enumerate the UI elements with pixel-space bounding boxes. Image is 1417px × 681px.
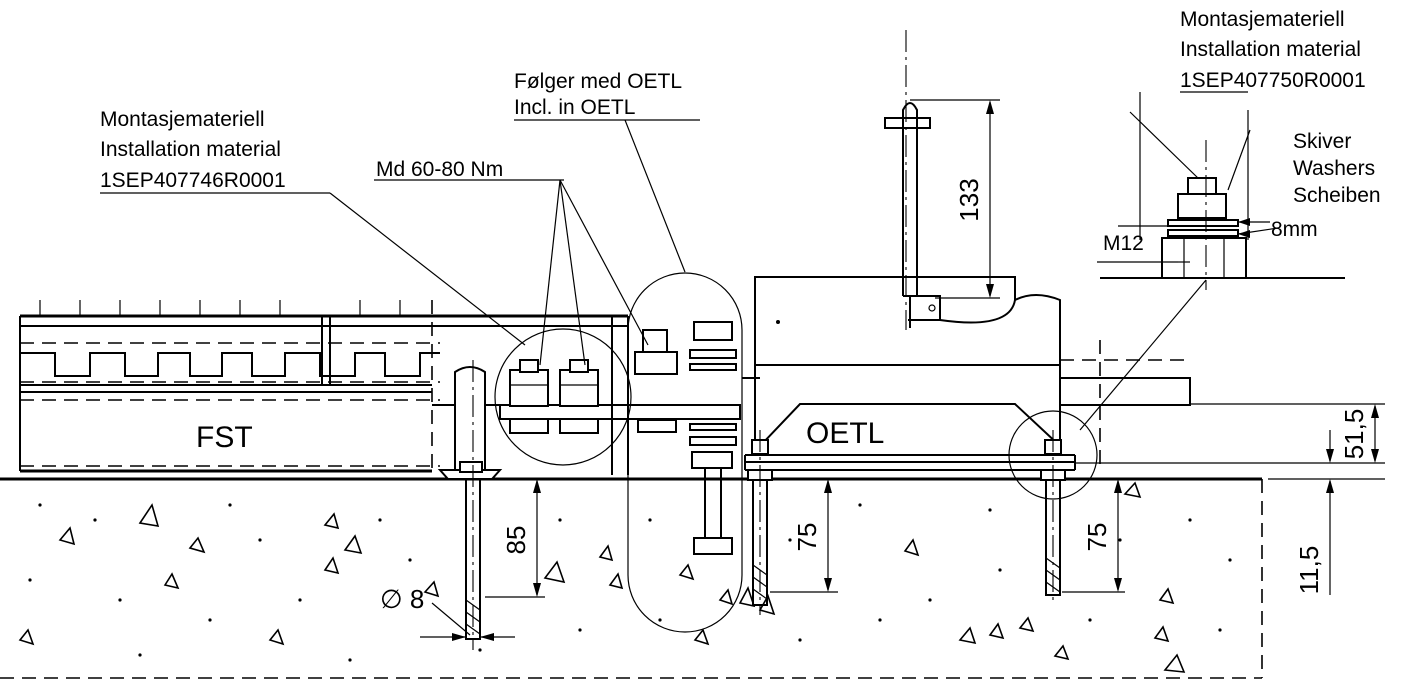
dim-85-lines — [485, 479, 545, 598]
washer-dim-lines — [1118, 218, 1279, 238]
dim-133-lines — [910, 99, 1000, 299]
washer-detail — [1100, 92, 1345, 290]
dim-75-right-label: 75 — [1082, 523, 1112, 552]
oetl-handle-pin — [884, 30, 941, 330]
included-label-en: Incl. in OETL — [514, 96, 635, 119]
bolt-size-label: M12 — [1103, 232, 1144, 255]
fst-left-anchor — [437, 360, 503, 650]
dim-51-5-lines — [1075, 403, 1385, 595]
included-parts-capsule — [627, 272, 743, 633]
oetl-right-anchor — [1008, 410, 1098, 605]
oetl-label: OETL — [806, 417, 884, 450]
fst-top-ticks — [39, 300, 401, 316]
install-right-label-en: Installation material — [1180, 38, 1361, 61]
concrete-base — [0, 477, 1263, 679]
dim-diameter-lines — [420, 602, 515, 641]
washer-size-label: 8mm — [1271, 218, 1318, 241]
torque-label: Md 60-80 Nm — [376, 158, 503, 181]
install-right-code: 1SEP407750R0001 — [1180, 69, 1366, 92]
washers-label-en: Washers — [1293, 157, 1375, 180]
install-left-label-no: Montasjemateriell — [100, 108, 265, 131]
torque-detail-circle — [494, 328, 741, 466]
dim-133-label: 133 — [954, 178, 984, 221]
diameter-label: ∅ 8 — [380, 584, 424, 614]
dim-51-5-label: 51,5 — [1339, 409, 1369, 460]
fst-label: FST — [196, 421, 253, 454]
dim-85-label: 85 — [501, 526, 531, 555]
install-left-label-en: Installation material — [100, 138, 281, 161]
concrete-aggregate — [18, 481, 1232, 673]
leader-lines — [100, 91, 1251, 431]
oetl-housing — [742, 276, 1191, 471]
washers-label-no: Skiver — [1293, 130, 1351, 153]
bolt-2 — [559, 359, 599, 434]
washers-label-de: Scheiben — [1293, 184, 1381, 207]
bolt-1 — [509, 359, 549, 434]
oetl-left-anchor — [747, 430, 773, 615]
dim-75-left-lines — [770, 479, 838, 593]
dim-75-right-lines — [1062, 479, 1125, 593]
dim-11-5-label: 11,5 — [1294, 546, 1324, 595]
included-label-no: Følger med OETL — [514, 70, 682, 93]
dim-75-left-label: 75 — [792, 523, 822, 552]
install-right-label-no: Montasjemateriell — [1180, 8, 1345, 31]
install-left-code: 1SEP407746R0001 — [100, 169, 286, 192]
